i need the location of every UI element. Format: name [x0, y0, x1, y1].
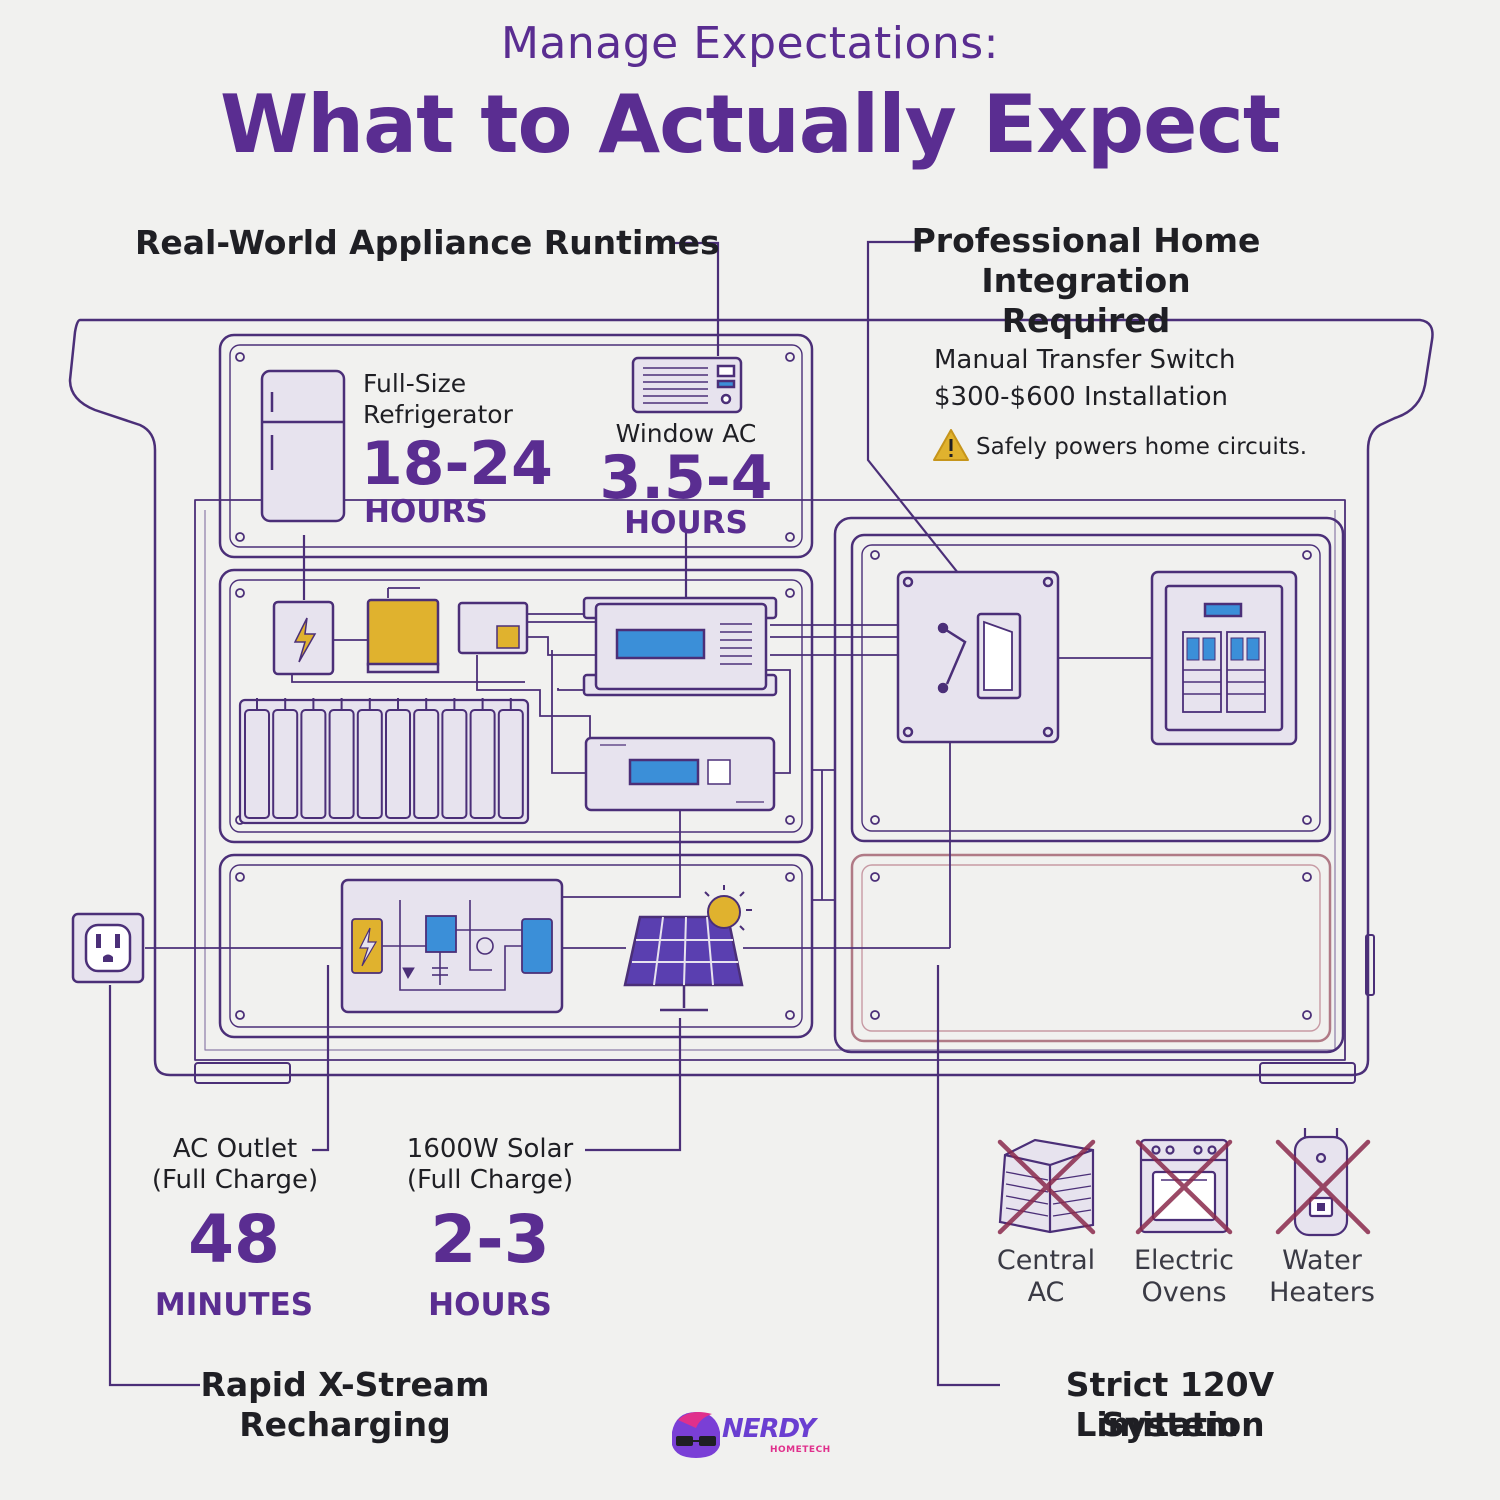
brand-logo-icon: [672, 1412, 720, 1458]
solar-charge-label-line1: 1600W Solar: [406, 1134, 574, 1164]
ac-charge-time-value: 48: [188, 1201, 280, 1278]
battery-cell: [328, 709, 355, 819]
breaker-panel-icon: [1150, 570, 1298, 746]
page-subtitle: Manage Expectations:: [500, 18, 1000, 69]
ac-outlet-icon: [71, 912, 145, 984]
relay-module-icon: [457, 601, 529, 655]
no-electric-ovens-line2: Ovens: [1141, 1277, 1227, 1308]
window-ac-runtime-value: 3.5-4: [599, 443, 773, 513]
battery-cell: [300, 709, 327, 819]
integration-note: Safely powers home circuits.: [976, 434, 1308, 460]
internals-panel: [218, 568, 814, 844]
refrigerator-label-line1: Full-Size: [363, 369, 467, 398]
no-electric-ovens-line1: Electric: [1133, 1245, 1235, 1276]
solar-panel-icon: [623, 915, 744, 1012]
unit-inner-outline: [194, 499, 1346, 1061]
charging-circuit-icon: [340, 878, 564, 1014]
water-heater-icon: [1293, 1128, 1349, 1237]
no-water-heaters-line1: Water: [1282, 1245, 1362, 1276]
sun-icon: [704, 885, 752, 931]
battery-cell: [497, 709, 524, 819]
battery-module-icon: [366, 598, 440, 674]
recharging-heading-line1: Rapid X-Stream: [200, 1365, 490, 1404]
installation-cost-label: $300-$600 Installation: [934, 382, 1228, 412]
refrigerator-runtime-value: 18-24: [361, 429, 553, 499]
battery-cell: [441, 709, 468, 819]
battery-cell: [244, 709, 270, 819]
battery-cell: [272, 709, 299, 819]
integration-heading-line2: Integration Required: [981, 261, 1191, 340]
battery-cell: [413, 709, 440, 819]
unit-body-outline: [68, 318, 1434, 1077]
battery-cell-group: [244, 698, 524, 819]
ac-charge-time-unit: MINUTES: [154, 1287, 314, 1323]
charging-panel: [218, 853, 814, 1039]
integration-heading-line1: Professional Home: [911, 221, 1261, 260]
mppt-controller-icon: [584, 736, 776, 812]
brand-subname: HOMETECH: [770, 1445, 831, 1455]
inverter-icon: [582, 596, 778, 697]
home-integration-panel: [833, 516, 1345, 1054]
no-water-heaters-line2: Heaters: [1269, 1277, 1375, 1308]
ac-charge-label-line1: AC Outlet: [172, 1134, 298, 1164]
charge-controller-icon: [272, 600, 335, 676]
warning-icon: [933, 429, 969, 461]
window-ac-icon: [631, 356, 743, 414]
ac-charge-label-line2: (Full Charge): [151, 1165, 319, 1195]
limitation-heading-line1: Strict 120V System: [1065, 1365, 1275, 1444]
recharging-heading-line2: Recharging: [239, 1405, 451, 1444]
window-ac-runtime-unit: HOURS: [624, 505, 748, 541]
window-ac-label: Window AC: [615, 419, 757, 448]
page-title: What to Actually Expect: [219, 78, 1281, 171]
solar-charge-label-line2: (Full Charge): [406, 1165, 574, 1195]
transfer-switch-label: Manual Transfer Switch: [934, 345, 1236, 375]
brand-name: NERDY: [722, 1414, 816, 1444]
limitation-heading-line2: Limitation: [1075, 1405, 1265, 1444]
battery-cell: [356, 709, 383, 819]
transfer-switch-icon: [896, 570, 1060, 744]
runtime-panel: [218, 333, 814, 559]
refrigerator-icon: [260, 369, 346, 523]
no-central-ac-line1: Central: [996, 1245, 1096, 1276]
refrigerator-label-line2: Refrigerator: [363, 400, 513, 429]
battery-cell: [469, 709, 496, 819]
solar-charge-time-unit: HOURS: [428, 1287, 552, 1323]
battery-cell: [385, 709, 411, 819]
refrigerator-runtime-unit: HOURS: [364, 494, 488, 530]
solar-charge-time-value: 2-3: [430, 1201, 550, 1278]
no-central-ac-line2: AC: [1027, 1277, 1065, 1308]
runtimes-heading: Real-World Appliance Runtimes: [135, 223, 720, 262]
